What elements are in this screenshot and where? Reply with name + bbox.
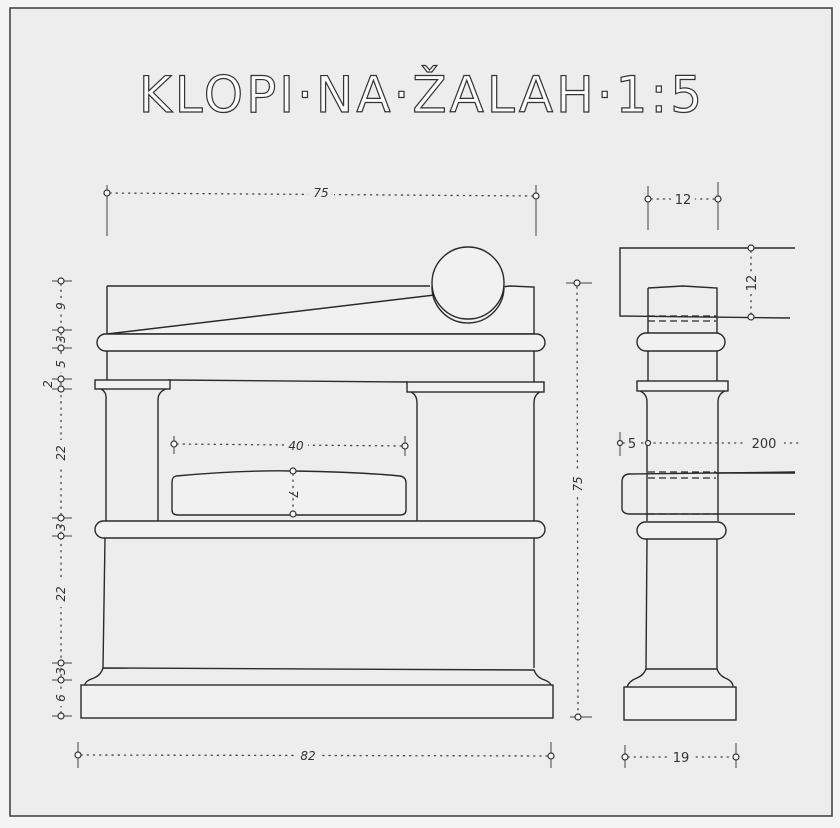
side-post-top — [647, 285, 718, 333]
side-middle-torus — [636, 521, 727, 540]
side-shaft-upper — [639, 390, 726, 521]
plinth-molding — [84, 667, 552, 687]
front-dimensions: 75 40 7 75 82 — [41, 184, 592, 768]
dim-label-left-2: 2 — [41, 380, 55, 388]
dim-label-left-22b: 22 — [54, 586, 68, 601]
dim-label-side-seat-length: 200 — [752, 437, 777, 452]
seat-opening-panel — [171, 470, 407, 516]
sheet-border — [9, 7, 833, 817]
side-view — [619, 247, 796, 721]
dim-label-opening-height: 7 — [286, 490, 300, 498]
side-backrest — [619, 247, 795, 319]
dim-label-side-base-width: 19 — [673, 751, 690, 766]
dim-label-side-offset: 5 — [628, 437, 636, 452]
dim-label-left-3b: 3 — [54, 523, 68, 531]
side-capital — [636, 380, 729, 392]
top-torus-molding — [96, 333, 546, 352]
dim-label-overall-height: 75 — [571, 476, 585, 491]
right-capital — [406, 381, 545, 393]
sphere-ornament — [431, 246, 505, 320]
side-top-torus — [636, 332, 726, 352]
dim-label-side-top-width: 12 — [675, 193, 692, 208]
drawing-title: KLOPI·NA·ŽALAH·1:5 — [139, 65, 705, 124]
side-plinth-molding — [626, 668, 734, 688]
dim-label-bottom-width: 82 — [300, 749, 315, 763]
side-dimensions: 12 12 5 200 19 — [616, 182, 801, 768]
dim-label-left-3a: 3 — [54, 335, 68, 343]
front-view — [80, 246, 554, 719]
dim-label-left-3c: 3 — [54, 667, 68, 675]
dim-label-left-6: 6 — [54, 694, 68, 702]
dim-label-left-22a: 22 — [54, 445, 68, 460]
side-base — [623, 686, 737, 721]
left-pillar — [100, 388, 167, 521]
right-pillar — [410, 391, 541, 521]
dim-label-opening-width: 40 — [288, 439, 304, 453]
dim-label-left-9: 9 — [54, 302, 68, 310]
front-base — [80, 684, 554, 719]
dim-label-top-width: 75 — [313, 186, 328, 200]
left-dim-ticks — [52, 277, 72, 720]
left-capital — [94, 379, 171, 390]
dim-label-left-5: 5 — [54, 360, 68, 368]
middle-torus-molding — [94, 520, 546, 539]
side-seat-slab — [621, 471, 796, 515]
dim-label-side-backrest-height: 12 — [745, 275, 760, 292]
